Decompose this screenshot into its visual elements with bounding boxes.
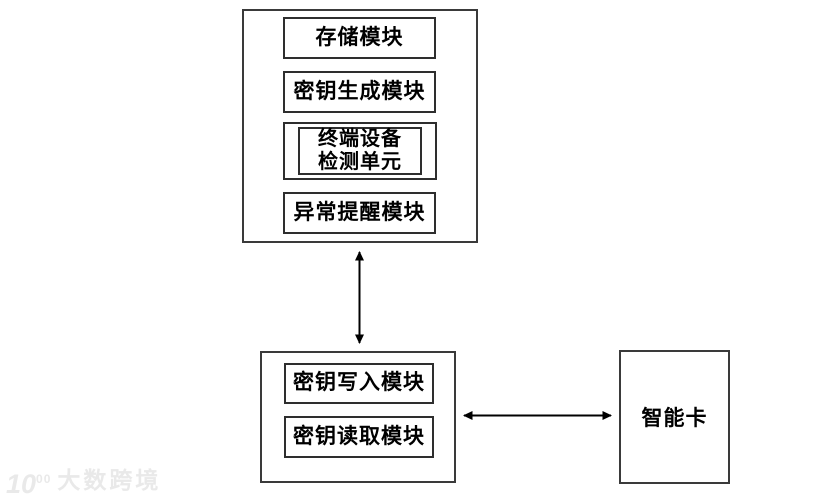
module-terminal-detection-outer: 终端设备 检测单元 (283, 122, 437, 180)
module-key-read: 密钥读取模块 (284, 416, 434, 458)
module-abnormal-alert: 异常提醒模块 (283, 192, 436, 234)
module-key-write-label: 密钥写入模块 (293, 371, 425, 395)
watermark: 1000 大数跨境 (6, 464, 161, 499)
module-terminal-detection-label-line2: 检测单元 (318, 151, 402, 173)
smart-card-box: 智能卡 (619, 350, 730, 484)
watermark-logo-icon: 1000 (6, 469, 52, 499)
module-key-generation-label: 密钥生成模块 (293, 79, 426, 103)
smart-card-label: 智能卡 (641, 407, 708, 430)
module-terminal-detection: 终端设备 检测单元 (298, 127, 422, 175)
module-storage-label: 存储模块 (315, 25, 404, 49)
card-interface-container: 密钥写入模块 密钥读取模块 (260, 351, 456, 483)
module-key-write: 密钥写入模块 (284, 363, 434, 404)
module-key-read-label: 密钥读取模块 (293, 424, 425, 448)
module-storage: 存储模块 (283, 17, 436, 59)
module-key-generation: 密钥生成模块 (283, 71, 436, 113)
watermark-text: 大数跨境 (57, 467, 162, 493)
module-abnormal-alert-label: 异常提醒模块 (293, 200, 426, 224)
main-unit-container: 存储模块 密钥生成模块 终端设备 检测单元 异常提醒模块 (242, 9, 478, 243)
module-terminal-detection-label-line1: 终端设备 (318, 128, 402, 150)
